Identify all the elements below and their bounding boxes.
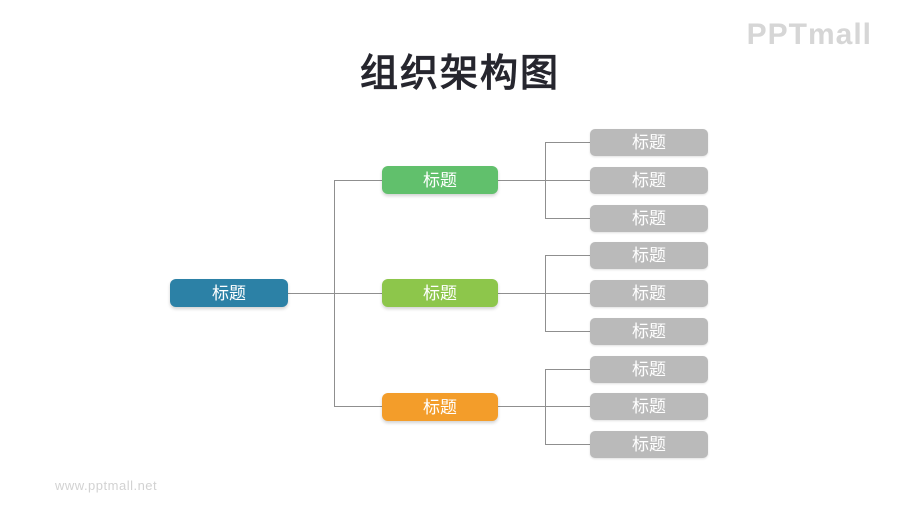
org-leaf-node: 标题 [590,167,708,194]
org-branch-node-1: 标题 [382,166,498,194]
page-title: 组织架构图 [359,53,560,95]
connector-leaf-stub [545,218,590,219]
org-leaf-label: 标题 [632,133,666,152]
org-branch-label: 标题 [423,283,457,303]
org-leaf-node: 标题 [590,129,708,156]
connector-group2-vertical [545,255,546,332]
connector-left-vertical [334,180,335,407]
connector-leaf-stub [545,369,590,370]
org-root-node: 标题 [170,279,288,307]
org-branch-node-3: 标题 [382,393,498,421]
org-leaf-node: 标题 [590,431,708,458]
org-leaf-node: 标题 [590,393,708,420]
connector-branch2-right [498,293,590,294]
org-leaf-node: 标题 [590,356,708,383]
pptmall-logo: PPTmall [746,18,872,51]
org-leaf-node: 标题 [590,318,708,345]
org-leaf-label: 标题 [632,284,666,303]
org-leaf-label: 标题 [632,246,666,265]
org-leaf-label: 标题 [632,209,666,228]
org-leaf-node: 标题 [590,280,708,307]
org-branch-label: 标题 [423,170,457,190]
connector-branch1-right [498,180,590,181]
org-leaf-label: 标题 [632,435,666,454]
connector-branch3-right [498,406,590,407]
org-branch-node-2: 标题 [382,279,498,307]
org-leaf-label: 标题 [632,171,666,190]
connector-branch1-stub [334,180,382,181]
org-leaf-label: 标题 [632,322,666,341]
org-leaf-label: 标题 [632,397,666,416]
org-branch-label: 标题 [423,397,457,417]
connector-leaf-stub [545,331,590,332]
connector-leaf-stub [545,142,590,143]
connector-leaf-stub [545,255,590,256]
org-leaf-node: 标题 [590,242,708,269]
connector-branch3-stub [334,406,382,407]
connector-group1-vertical [545,142,546,219]
org-leaf-node: 标题 [590,205,708,232]
connector-root-horizontal [288,293,382,294]
connector-leaf-stub [545,444,590,445]
org-root-label: 标题 [212,283,246,303]
connector-group3-vertical [545,369,546,445]
watermark-url: www.pptmall.net [55,478,158,493]
org-leaf-label: 标题 [632,360,666,379]
